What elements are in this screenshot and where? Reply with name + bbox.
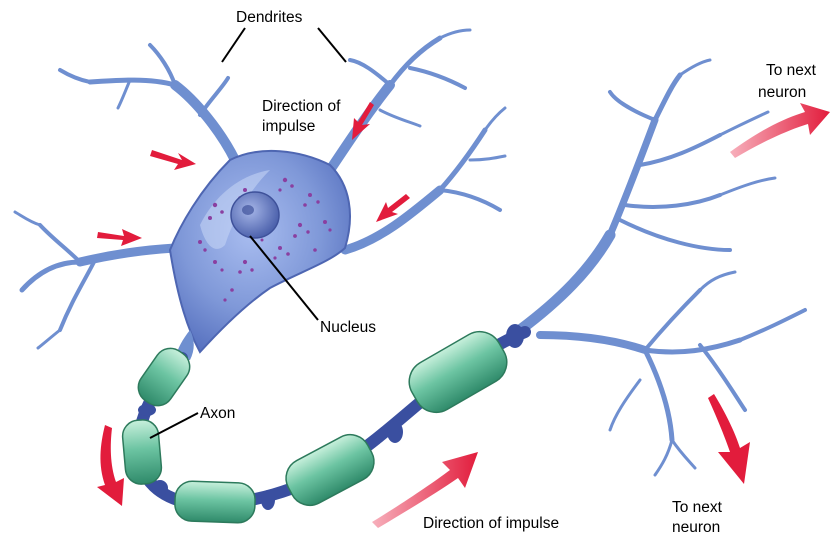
dendrite-branch (390, 38, 440, 85)
dendrite-branch (38, 330, 60, 348)
axon-terminal-branch (610, 92, 655, 120)
dendrite-branch (440, 190, 500, 210)
dendrite-branch (350, 60, 390, 85)
label-direction-top-2: impulse (262, 118, 315, 135)
dendrite-branch (40, 225, 80, 262)
leader-line (318, 28, 346, 62)
label-dendrites: Dendrites (236, 9, 303, 26)
nucleolus (242, 205, 254, 215)
dendrite-top-left (175, 85, 235, 160)
dendrite-right (345, 190, 440, 250)
axon-terminal-branch (720, 112, 768, 135)
dendrite-branch (15, 212, 40, 225)
arrow-icon (150, 150, 196, 170)
axon-terminal-branch (645, 290, 700, 350)
axon-terminal-branch (540, 335, 645, 350)
axon-terminal-trunk (520, 235, 610, 330)
myelin-segment (174, 481, 255, 524)
node-of-ranvier (261, 490, 275, 510)
label-to-next-bottom-2: neuron (672, 519, 720, 536)
nucleus (231, 192, 279, 238)
dendrite-branch (118, 80, 130, 108)
label-direction-bottom: Direction of impulse (423, 515, 559, 532)
arrow-icon (730, 103, 830, 158)
axon-terminal-branch (620, 220, 730, 250)
dendrite-branch (470, 156, 505, 160)
node-of-ranvier (138, 404, 156, 416)
arrow-icon (97, 229, 142, 246)
dendrite-branch (22, 262, 80, 290)
dendrite-branch (440, 30, 470, 38)
axon-terminal-branch (610, 120, 655, 235)
arrow-icon (352, 102, 374, 140)
node-of-ranvier (387, 421, 403, 443)
label-nucleus: Nucleus (320, 319, 376, 336)
node-of-ranvier (152, 480, 168, 496)
axon-terminal-branch (625, 195, 720, 207)
axon-terminal-branch (672, 440, 695, 468)
axon-terminal-branch (700, 345, 745, 410)
axon (121, 324, 525, 524)
dendrite-branch (485, 108, 505, 130)
axon-terminal-branch (700, 272, 735, 290)
arrow-icon (97, 425, 124, 506)
axon-terminal-branch (645, 340, 740, 352)
dendrite-branch (90, 80, 175, 85)
axon-terminal-branch (655, 75, 680, 120)
myelin-sheath (121, 324, 515, 524)
label-to-next-bottom-1: To next (672, 499, 723, 516)
axon-terminal-branch (640, 135, 720, 165)
axon-terminal-branch (610, 380, 640, 430)
axon-terminal-branch (740, 310, 805, 340)
dendrite-branch (60, 70, 90, 82)
axon-terminal-branch (655, 440, 672, 475)
axon-terminal-branch (645, 350, 672, 440)
leader-line (222, 28, 245, 62)
dendrite-branch (60, 260, 95, 330)
label-axon: Axon (200, 405, 235, 422)
label-direction-top-1: Direction of (262, 98, 341, 115)
axon-terminal-branch (680, 60, 710, 75)
dendrite-branch (380, 110, 420, 126)
axon-terminals (520, 60, 805, 475)
label-to-next-top-2: neuron (758, 84, 806, 101)
dendrite-branch (410, 68, 465, 88)
myelin-segment (121, 419, 162, 486)
label-to-next-top-1: To next (766, 62, 817, 79)
dendrite-branch (200, 78, 228, 115)
node-of-ranvier (506, 324, 524, 348)
axon-terminal-branch (720, 178, 775, 195)
leader-line (150, 413, 198, 438)
